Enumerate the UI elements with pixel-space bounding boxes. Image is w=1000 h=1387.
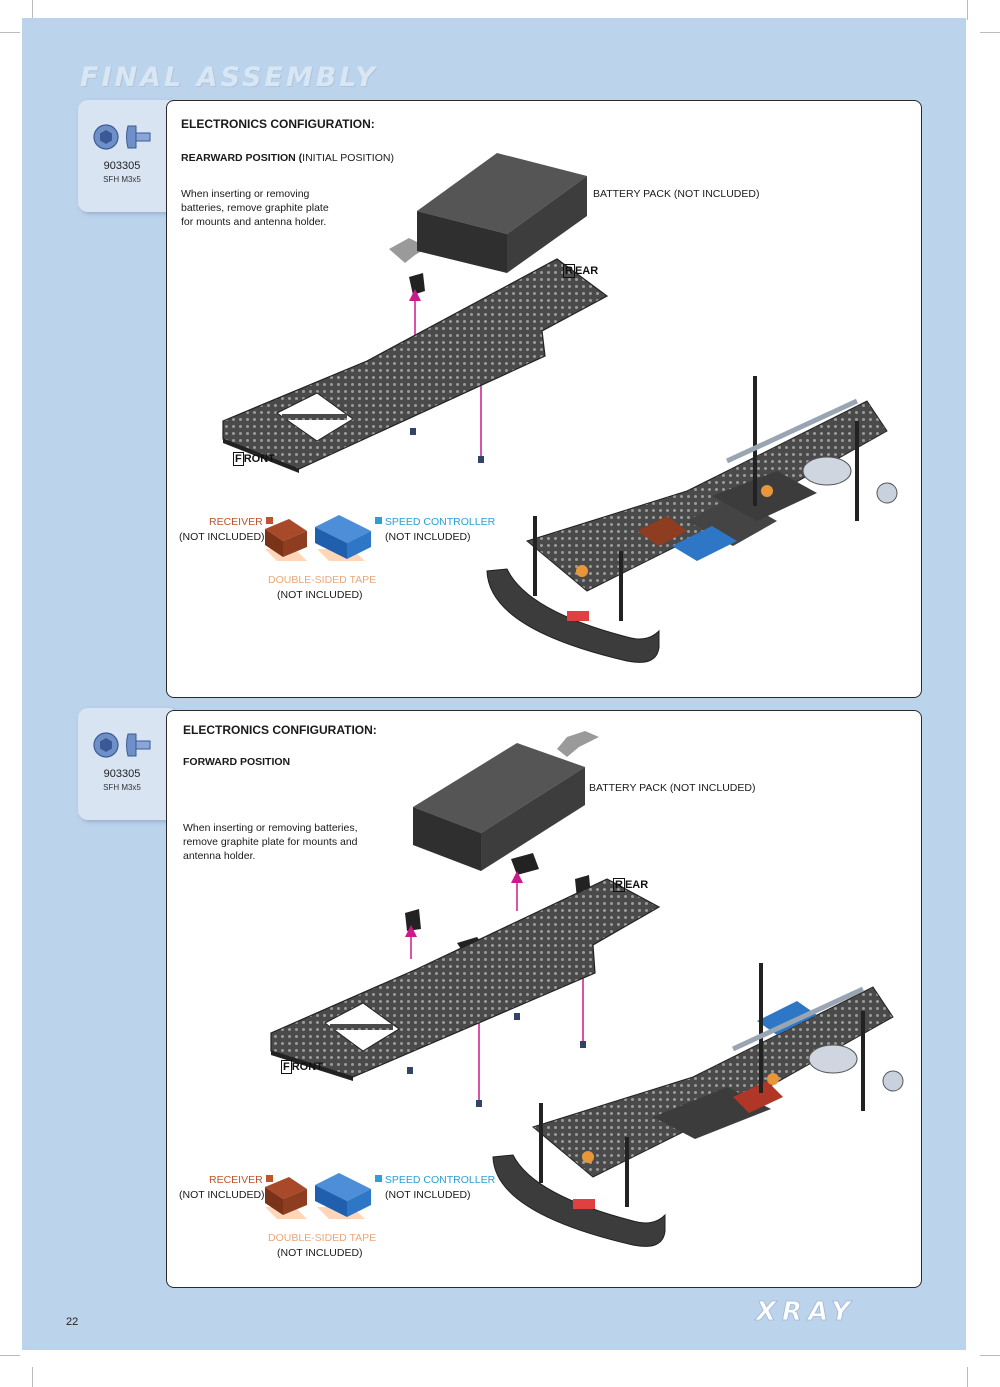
front-label-rest: RONT (291, 1061, 323, 1073)
mount-icon (409, 273, 425, 295)
insert-arrow-icon (557, 731, 599, 757)
insert-arrow-icon (389, 238, 425, 263)
battery-pack-icon (417, 153, 587, 273)
rear-label-rest: EAR (574, 265, 599, 277)
page-number: 22 (66, 1316, 79, 1328)
receiver-swatch-icon (265, 1175, 273, 1182)
part-description: SFH M3x5 (103, 175, 141, 184)
receiver-swatch-icon (265, 517, 273, 524)
receiver-icon (265, 519, 307, 561)
step-panel-rearward: ELECTRONICS CONFIGURATION: REARWARD POSI… (166, 100, 922, 698)
tape-note: (NOT INCLUDED) (277, 1247, 363, 1259)
subheading-bold: REARWARD POSITION ( (181, 152, 303, 164)
graphite-plate (222, 258, 609, 473)
car-chassis-illustration (492, 963, 904, 1247)
brand-text: XRAY (754, 1297, 856, 1326)
receiver-label-text: RECEIVER (209, 1174, 263, 1186)
speed-controller-icon (315, 1173, 371, 1219)
tape-note: (NOT INCLUDED) (277, 589, 363, 601)
step-heading: ELECTRONICS CONFIGURATION: (183, 723, 377, 737)
step-heading: ELECTRONICS CONFIGURATION: (181, 117, 375, 131)
subheading-normal: INITIAL POSITION) (302, 152, 394, 164)
rear-label-rest: EAR (624, 879, 649, 891)
crop-mark (32, 1367, 33, 1387)
speed-controller-label-text: SPEED CONTROLLER (384, 516, 496, 528)
speed-controller-label-text: SPEED CONTROLLER (384, 1174, 496, 1186)
speed-controller-note: (NOT INCLUDED) (385, 531, 471, 543)
mount-icon (511, 853, 539, 875)
tape-label: DOUBLE-SIDED TAPE (268, 574, 377, 586)
crop-mark (32, 0, 33, 20)
speed-controller-swatch-icon (375, 517, 382, 524)
screw-icon (93, 732, 151, 758)
car-chassis-illustration (486, 376, 898, 663)
receiver-label-text: RECEIVER (209, 516, 263, 528)
crop-mark (967, 0, 968, 20)
receiver-label: RECEIVER (209, 515, 273, 529)
step-panel-forward: ELECTRONICS CONFIGURATION: FORWARD POSIT… (166, 710, 922, 1288)
receiver-note: (NOT INCLUDED) (179, 531, 265, 543)
section-title: FINAL ASSEMBLY (80, 62, 378, 93)
battery-pack-label: BATTERY PACK (NOT INCLUDED) (593, 188, 760, 200)
rear-label-initial: R (613, 878, 625, 892)
xray-logo: XRAY (754, 1297, 856, 1326)
parts-card: 903305 SFH M3x5 (78, 708, 178, 820)
tape-label: DOUBLE-SIDED TAPE (268, 1232, 377, 1244)
crop-mark (980, 32, 1000, 33)
speed-controller-label: SPEED CONTROLLER (375, 515, 495, 529)
battery-note: When inserting or removing batteries, re… (181, 188, 329, 228)
step-subheading: FORWARD POSITION (183, 756, 291, 768)
crop-mark (0, 32, 20, 33)
part-code: 903305 (103, 768, 141, 780)
crop-mark (980, 1355, 1000, 1356)
graphite-plate (270, 878, 661, 1081)
mount-icon (405, 909, 421, 931)
battery-pack-label: BATTERY PACK (NOT INCLUDED) (589, 782, 756, 794)
part-description: SFH M3x5 (103, 783, 141, 792)
front-label-initial: F (281, 1060, 292, 1074)
rear-label-initial: R (563, 264, 575, 278)
front-label-rest: RONT (243, 453, 275, 465)
parts-card: 903305 SFH M3x5 (78, 100, 178, 212)
step-subheading: REARWARD POSITION (INITIAL POSITION) (181, 151, 394, 165)
rearward-assembly-illustration (222, 153, 898, 663)
forward-assembly-illustration (265, 731, 904, 1247)
receiver-label: RECEIVER (209, 1173, 273, 1187)
receiver-note: (NOT INCLUDED) (179, 1189, 265, 1201)
battery-note: When inserting or removing batteries, re… (183, 822, 358, 862)
speed-controller-icon (315, 515, 371, 561)
screw-icon (93, 124, 151, 150)
front-label-initial: F (233, 452, 244, 466)
receiver-icon (265, 1177, 307, 1219)
speed-controller-swatch-icon (375, 1175, 382, 1182)
battery-pack-icon (413, 743, 585, 871)
part-code: 903305 (103, 160, 141, 172)
speed-controller-label: SPEED CONTROLLER (375, 1173, 495, 1187)
crop-mark (967, 1367, 968, 1387)
crop-mark (0, 1355, 20, 1356)
speed-controller-note: (NOT INCLUDED) (385, 1189, 471, 1201)
